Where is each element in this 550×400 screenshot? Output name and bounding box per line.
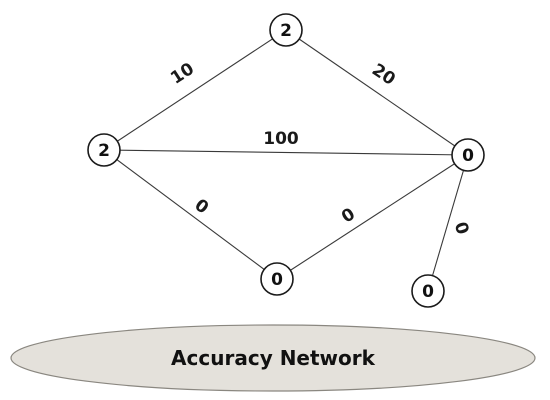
edge-label: 10 xyxy=(167,59,198,89)
edge-label: 0 xyxy=(450,220,473,238)
edge-label: 20 xyxy=(368,60,399,90)
edges: 10 20 100 0 0 0 xyxy=(103,29,473,292)
edge-line xyxy=(285,29,469,156)
node-circle xyxy=(269,13,303,47)
node-top: 2 xyxy=(269,13,303,47)
platform-ellipse xyxy=(10,324,536,392)
edge-label: 0 xyxy=(338,204,359,227)
platform-label: Accuracy Network xyxy=(171,346,376,370)
node-circle xyxy=(260,262,294,296)
edge-left-bottom: 0 xyxy=(103,149,278,280)
edge-label: 100 xyxy=(263,129,299,149)
node-label: 0 xyxy=(271,270,283,290)
node-label: 2 xyxy=(280,21,292,41)
edge-bottom-right: 0 xyxy=(276,154,469,280)
edge-right-far: 0 xyxy=(427,154,473,292)
node-circle xyxy=(451,138,485,172)
edge-left-top: 10 xyxy=(103,29,287,151)
edge-line xyxy=(103,149,278,280)
edge-line xyxy=(427,154,469,292)
edge-line xyxy=(103,149,469,156)
edge-label: 0 xyxy=(191,195,213,218)
edge-line xyxy=(276,154,469,280)
node-far-bottom-right: 0 xyxy=(411,274,445,308)
node-right: 0 xyxy=(451,138,485,172)
node-label: 0 xyxy=(462,146,474,166)
edge-line xyxy=(103,29,287,151)
nodes: 2 2 0 0 0 xyxy=(87,13,485,308)
edge-top-right: 20 xyxy=(285,29,469,156)
node-left: 2 xyxy=(87,133,121,167)
node-label: 0 xyxy=(422,282,434,302)
network-platform: Accuracy Network xyxy=(10,324,536,392)
node-label: 2 xyxy=(98,141,110,161)
node-circle xyxy=(87,133,121,167)
node-bottom: 0 xyxy=(260,262,294,296)
edge-left-right: 100 xyxy=(103,129,469,156)
node-circle xyxy=(411,274,445,308)
